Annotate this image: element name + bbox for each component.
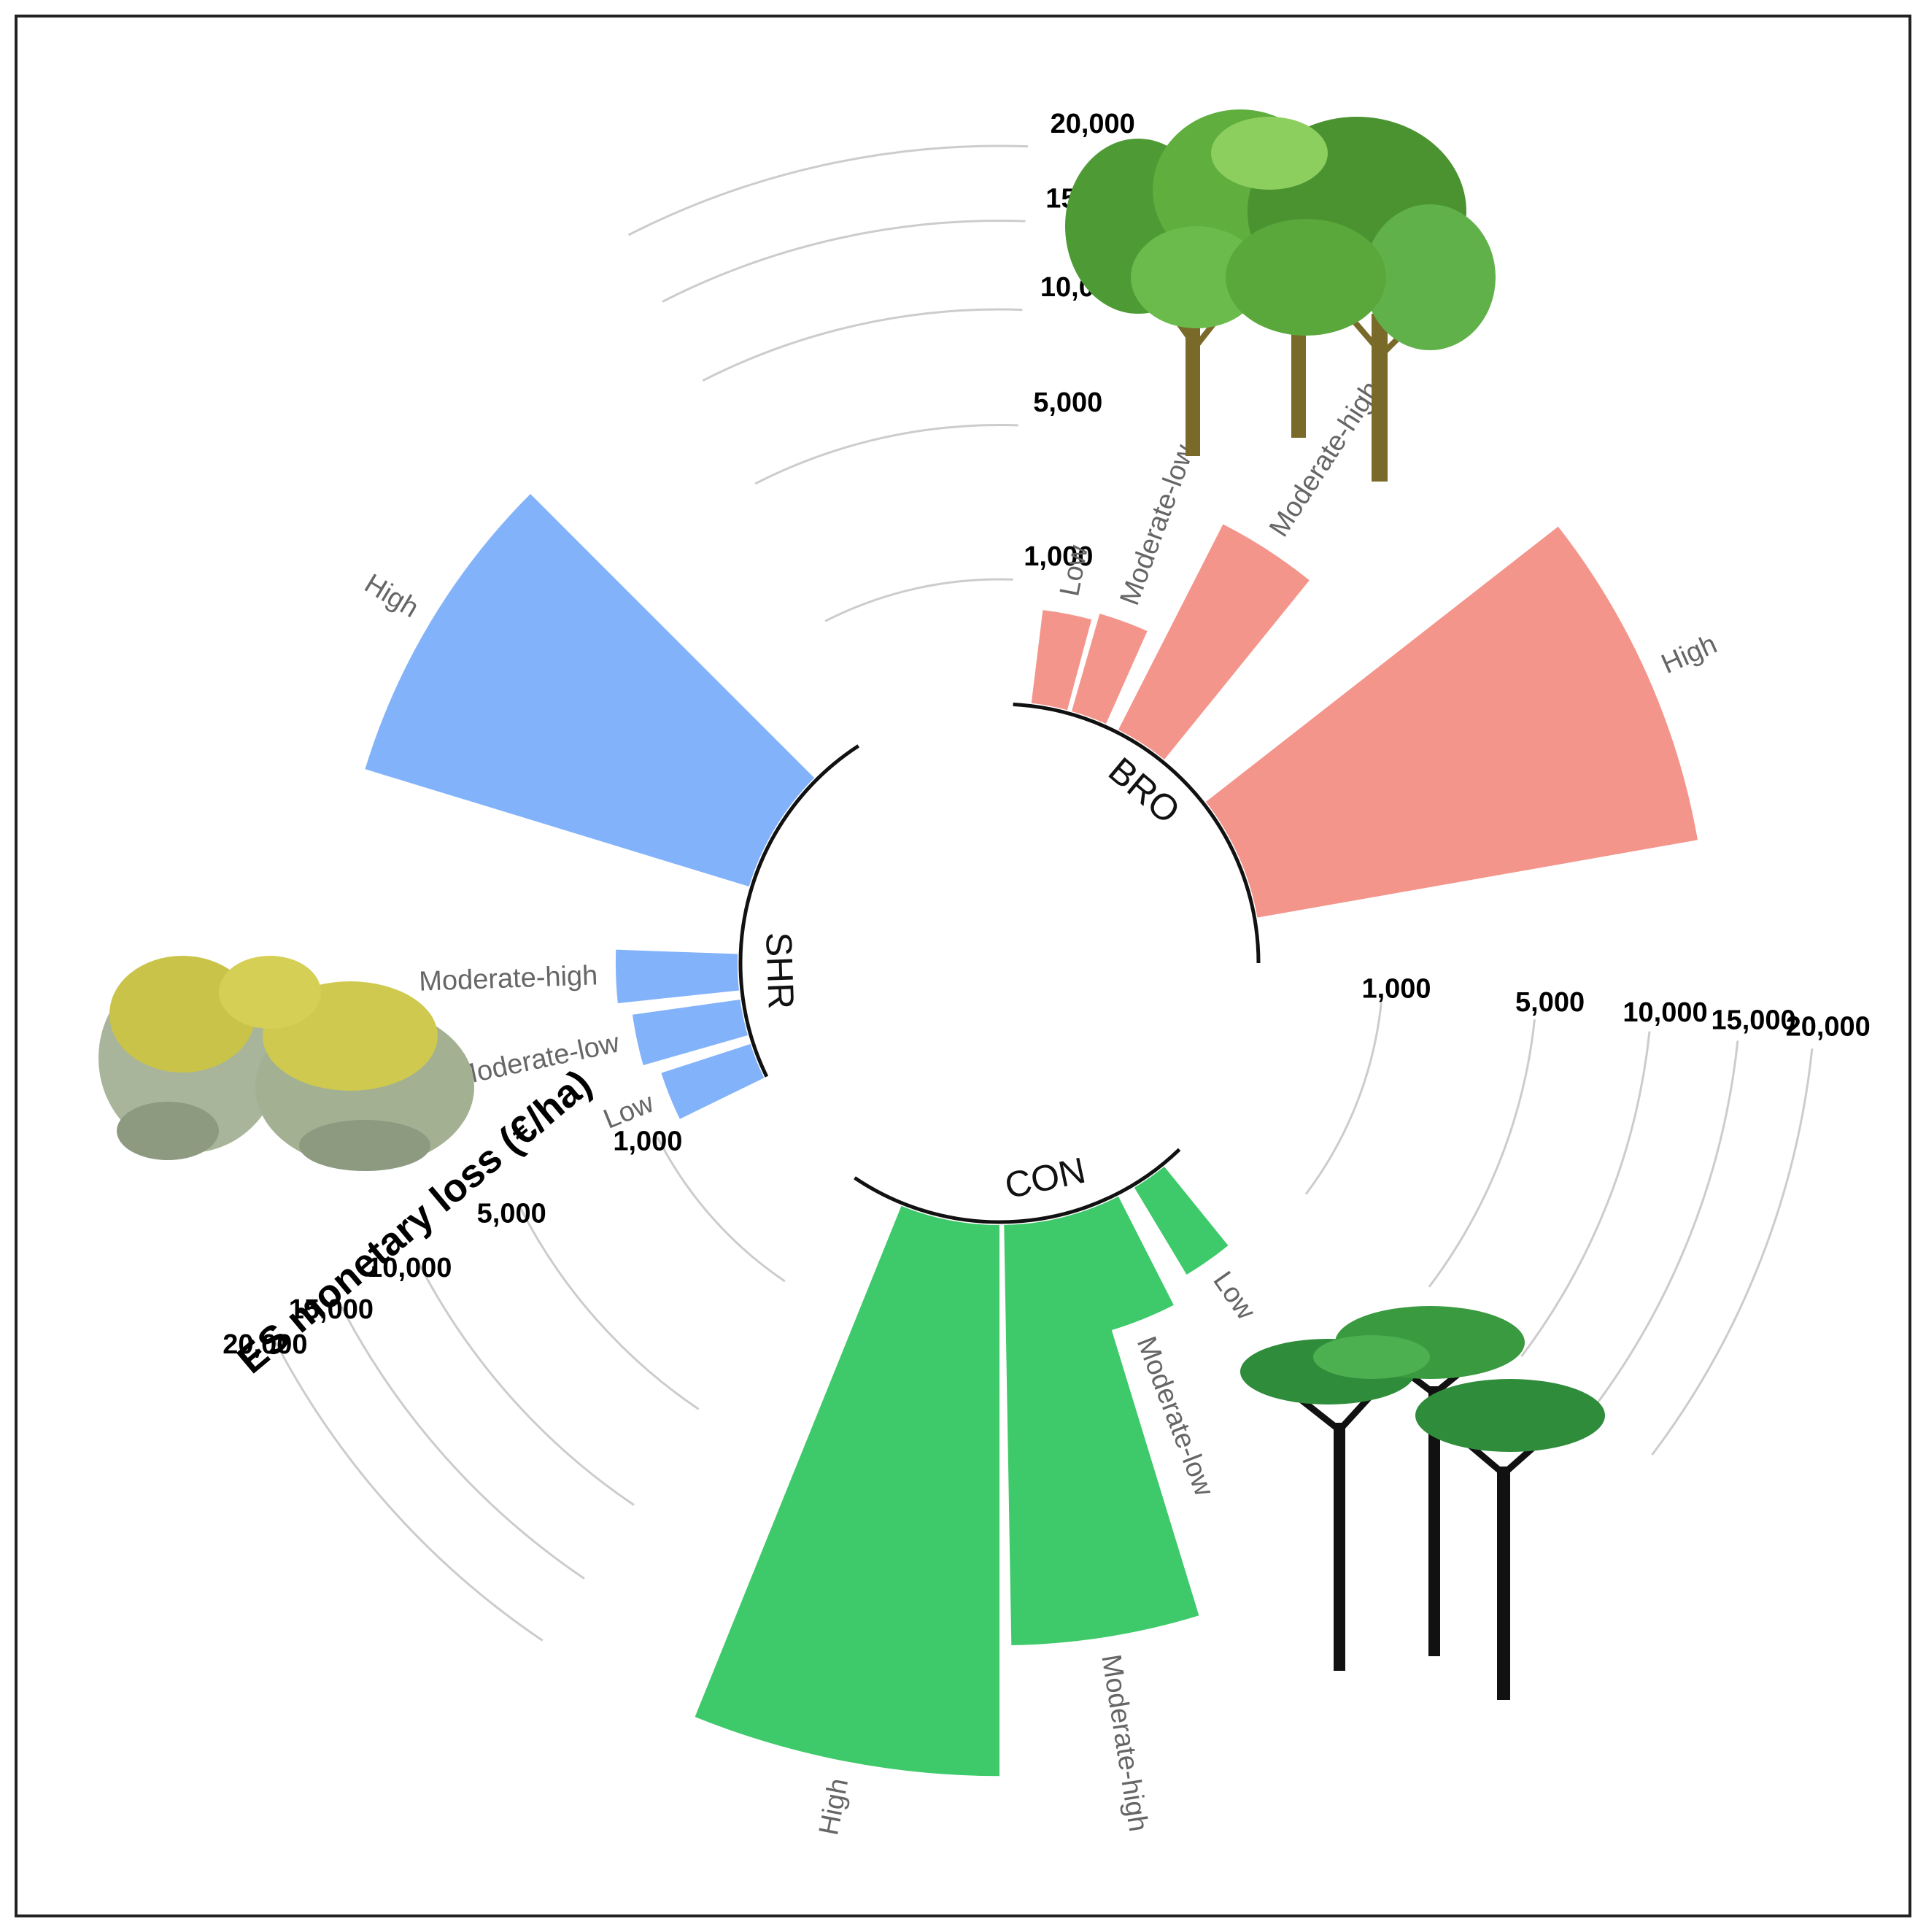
bar-bro-low (1031, 610, 1092, 711)
category-label: High (359, 568, 424, 624)
broadleaf-trees-illustration (1065, 109, 1496, 482)
bar-shr-low (661, 1043, 765, 1119)
bar-bro-moderate-low (1071, 614, 1148, 724)
scale-tick-label: 15,000 (1711, 1005, 1795, 1035)
baseline-shr (738, 744, 860, 1078)
scale-arc (662, 220, 1026, 303)
scale-tick-label: 20,000 (1786, 1011, 1871, 1042)
category-label: Low (1207, 1266, 1261, 1326)
bar-con-moderate-high (1004, 1213, 1199, 1645)
scale-arc (1428, 1019, 1536, 1288)
flowering-shrubs-illustration (98, 956, 474, 1171)
group-baselines (738, 703, 1261, 1224)
scale-tick-label: 5,000 (477, 1199, 546, 1229)
scale-arc (1651, 1048, 1814, 1456)
bar-shr-high (365, 494, 815, 887)
scale-arc (270, 1333, 544, 1642)
category-label: Moderate-high (419, 960, 598, 997)
category-label: High (813, 1776, 854, 1838)
group-label-shr: SHR (758, 932, 802, 1010)
scale-arc (702, 308, 1023, 382)
group-label-con: CON (1001, 1150, 1088, 1207)
bar-con-low (1134, 1166, 1229, 1275)
category-label: Moderate-high (1264, 376, 1387, 542)
bars (365, 494, 1698, 1777)
baseline-bro (1013, 703, 1261, 964)
scale-arc (416, 1259, 635, 1507)
category-label: Moderate-low (1114, 441, 1200, 609)
bar-bro-high (1205, 526, 1698, 918)
scale-arc (754, 423, 1018, 485)
frame-border (15, 15, 1911, 1917)
bar-bro-moderate-high (1118, 524, 1310, 760)
bar-shr-moderate-high (615, 949, 739, 1003)
scale-arc (519, 1207, 700, 1410)
scale-tick-label: 5,000 (1033, 387, 1102, 418)
scale-arc (824, 578, 1013, 622)
scale-tick-label: 15,000 (289, 1294, 374, 1325)
scale-arc (656, 1137, 786, 1283)
group-label-bro: BRO (1101, 749, 1188, 832)
category-label: Moderate-high (1095, 1653, 1153, 1834)
scale-arc (337, 1299, 585, 1580)
scale-tick-label: 1,000 (613, 1126, 682, 1156)
scale-tick-label: 20,000 (1051, 109, 1135, 139)
baseline-con (854, 1148, 1181, 1224)
scale-tick-label: 1,000 (1024, 541, 1093, 572)
scale-tick-label: 10,000 (1623, 997, 1707, 1028)
category-label: High (1657, 629, 1721, 680)
umbrella-pines-illustration (1240, 1306, 1605, 1700)
scale-tick-label: 5,000 (1515, 987, 1585, 1018)
scale-tick-label: 1,000 (1361, 974, 1431, 1005)
scale-tick-label: 10,000 (367, 1253, 452, 1283)
bar-shr-moderate-low (632, 999, 748, 1066)
scale-arc (1591, 1040, 1739, 1411)
scale-arc (1304, 1002, 1382, 1195)
scale-arc (1520, 1031, 1651, 1358)
category-label: Moderate-low (452, 1027, 622, 1092)
bar-con-high (695, 1205, 999, 1777)
scale-tick-label: 20,000 (223, 1329, 307, 1360)
scale-arc (627, 144, 1029, 236)
